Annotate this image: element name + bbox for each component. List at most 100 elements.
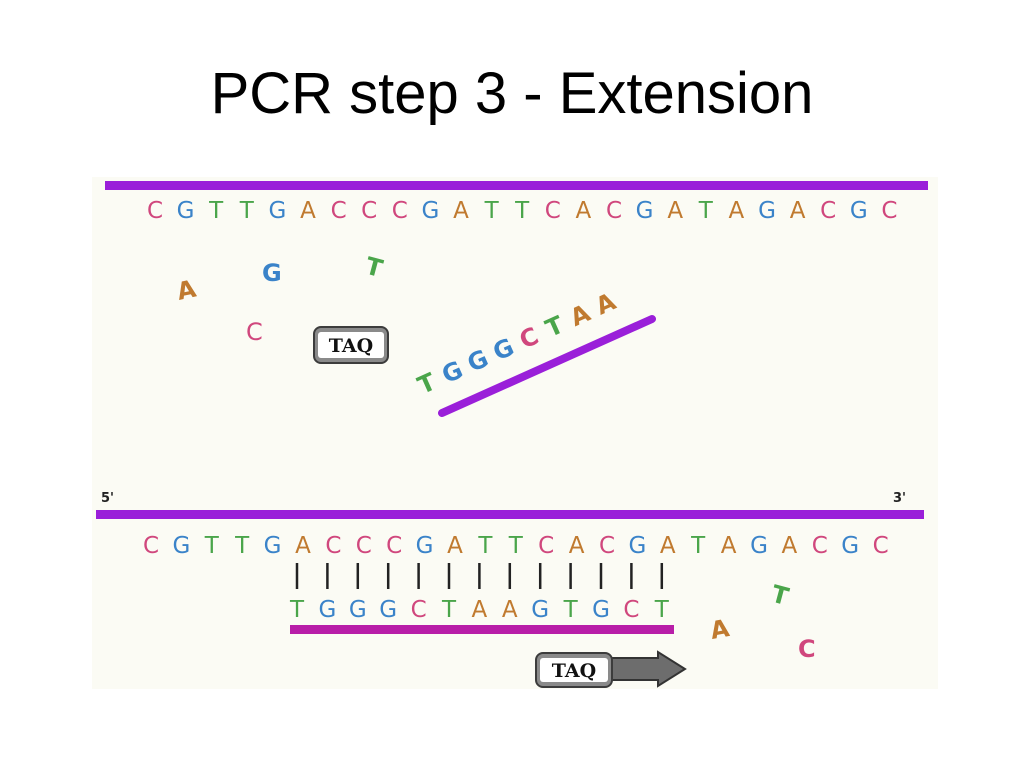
nucleotide-base: G <box>758 198 776 224</box>
nucleotide-base: G <box>531 597 549 623</box>
free-nucleotide: C <box>798 635 816 663</box>
nucleotide-base: C <box>143 533 159 559</box>
five-prime-label: 5' <box>101 491 114 506</box>
nucleotide-base: T <box>514 198 530 224</box>
nucleotide-base: G <box>172 533 190 559</box>
nucleotide-base: A <box>592 287 621 320</box>
nucleotide-base: C <box>820 198 836 224</box>
nucleotide-base: C <box>812 533 828 559</box>
extended-primer-strand <box>290 625 674 634</box>
nucleotide-base: A <box>721 533 737 559</box>
three-prime-label: 3' <box>893 491 906 506</box>
nucleotide-base: A <box>729 198 745 224</box>
nucleotide-base: C <box>331 198 347 224</box>
nucleotide-base: G <box>349 597 367 623</box>
nucleotide-base: T <box>508 533 524 559</box>
nucleotide-base: A <box>472 597 488 623</box>
nucleotide-base: G <box>841 533 859 559</box>
nucleotide-base: G <box>177 198 195 224</box>
nucleotide-base: A <box>667 198 683 224</box>
nucleotide-base: C <box>147 198 163 224</box>
nucleotide-base: A <box>782 533 798 559</box>
nucleotide-base: T <box>484 198 500 224</box>
nucleotide-base: T <box>698 198 714 224</box>
nucleotide-base: T <box>204 533 220 559</box>
nucleotide-base: G <box>463 344 492 378</box>
nucleotide-base: G <box>750 533 768 559</box>
nucleotide-base: A <box>502 597 518 623</box>
nucleotide-base: A <box>566 299 595 332</box>
nucleotide-base: T <box>234 533 250 559</box>
nucleotide-base: A <box>569 533 585 559</box>
nucleotide-base: C <box>538 533 554 559</box>
nucleotide-base: T <box>414 367 441 399</box>
bottom-template-strand <box>96 510 924 519</box>
nucleotide-base: G <box>421 198 439 224</box>
nucleotide-base: A <box>300 198 316 224</box>
free-nucleotide: A <box>174 275 198 306</box>
nucleotide-base: G <box>268 198 286 224</box>
nucleotide-base: G <box>379 597 397 623</box>
nucleotide-base: T <box>239 198 255 224</box>
nucleotide-base: T <box>541 310 568 342</box>
nucleotide-base: T <box>441 597 457 623</box>
nucleotide-base: A <box>576 198 592 224</box>
nucleotide-base: G <box>489 333 518 367</box>
taq-label: TAQ <box>552 660 596 682</box>
nucleotide-base: A <box>295 533 311 559</box>
top-template-strand <box>105 181 928 190</box>
nucleotide-base: T <box>690 533 706 559</box>
nucleotide-base: C <box>881 198 897 224</box>
free-nucleotide: T <box>768 580 792 611</box>
nucleotide-base: C <box>545 198 561 224</box>
nucleotide-base: A <box>453 198 469 224</box>
nucleotide-base: C <box>873 533 889 559</box>
taq-enzyme-label-box <box>540 658 608 682</box>
nucleotide-base: A <box>660 533 676 559</box>
nucleotide-base: C <box>386 533 402 559</box>
nucleotide-base: G <box>318 597 336 623</box>
nucleotide-base: A <box>790 198 806 224</box>
nucleotide-base: C <box>515 322 542 355</box>
direction-arrow-icon <box>605 650 687 688</box>
nucleotide-base: C <box>623 597 639 623</box>
base-pair-bonds <box>295 563 664 589</box>
taq-enzyme: TAQ <box>313 326 389 364</box>
slide-title: PCR step 3 - Extension <box>210 61 814 126</box>
nucleotide-base: C <box>325 533 341 559</box>
taq-label: TAQ <box>329 335 373 357</box>
nucleotide-base: A <box>447 533 463 559</box>
nucleotide-base: C <box>599 533 615 559</box>
nucleotide-base: G <box>416 533 434 559</box>
nucleotide-base: G <box>850 198 868 224</box>
nucleotide-base: C <box>356 533 372 559</box>
nucleotide-base: G <box>592 597 610 623</box>
free-nucleotide: A <box>708 614 732 645</box>
nucleotide-base: G <box>636 198 654 224</box>
free-nucleotide: T <box>362 252 386 283</box>
primer-strand <box>438 315 656 417</box>
taq-enzyme-label-box <box>318 332 384 358</box>
nucleotide-base: T <box>654 597 670 623</box>
nucleotide-base: G <box>628 533 646 559</box>
free-nucleotide: G <box>262 259 282 287</box>
nucleotide-base: C <box>606 198 622 224</box>
nucleotide-base: C <box>361 198 377 224</box>
nucleotide-base: T <box>208 198 224 224</box>
nucleotide-base: G <box>264 533 282 559</box>
nucleotide-base: T <box>563 597 579 623</box>
nucleotide-base: T <box>289 597 305 623</box>
nucleotide-base: G <box>438 356 467 390</box>
nucleotide-base: C <box>392 198 408 224</box>
taq-enzyme-moving: TAQ <box>535 650 687 688</box>
nucleotide-base: C <box>411 597 427 623</box>
nucleotide-base: T <box>477 533 493 559</box>
free-nucleotide: C <box>246 318 263 346</box>
